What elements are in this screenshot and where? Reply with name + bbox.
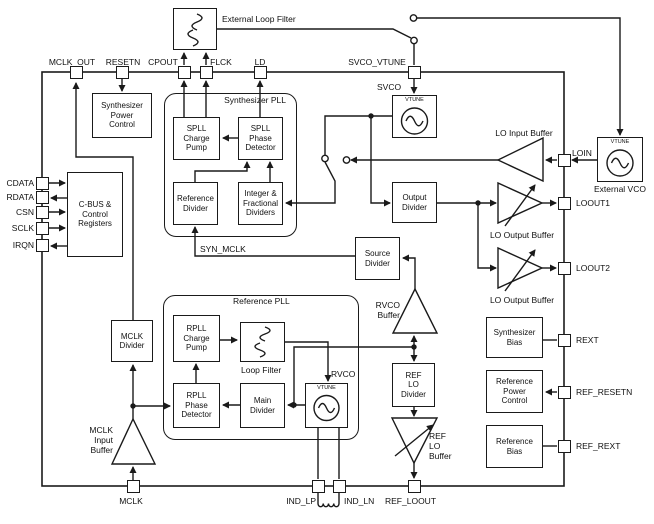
pin-mclk-out bbox=[69, 65, 83, 79]
block-spll-phase-detector: SPLL Phase Detector bbox=[238, 117, 283, 160]
pin-flck bbox=[199, 65, 213, 79]
pin-cdata bbox=[35, 176, 49, 190]
pin-mclk bbox=[126, 479, 140, 493]
pin-mclk-out-label: MCLK_OUT bbox=[48, 57, 96, 67]
lo-input-buffer-label: LO Input Buffer bbox=[495, 128, 553, 138]
svco-label: SVCO bbox=[377, 82, 402, 92]
block-mclk-divider: MCLK Divider bbox=[111, 320, 153, 362]
pin-loin bbox=[557, 153, 571, 167]
lo-output-buffer-1-label: LO Output Buffer bbox=[489, 229, 555, 240]
rvco-buffer-label: RVCO Buffer bbox=[375, 300, 400, 320]
pin-loout1 bbox=[557, 196, 571, 210]
synthesizer-pll-container bbox=[164, 93, 297, 237]
pin-loout1-label: LOOUT1 bbox=[576, 197, 611, 208]
pin-ref-rext-label: REF_REXT bbox=[576, 441, 621, 451]
block-spll-charge-pump: SPLL Charge Pump bbox=[173, 117, 220, 160]
pin-ref-resetn-label: REF_RESETN bbox=[576, 387, 633, 397]
inductor-icon bbox=[317, 492, 340, 508]
pin-ind-ln bbox=[332, 479, 346, 493]
pin-csn bbox=[35, 205, 49, 219]
pin-svco-vtune-label: SVCO_VTUNE bbox=[348, 57, 406, 67]
syn-mclk-net-label: SYN_MCLK bbox=[200, 243, 246, 254]
pin-ld bbox=[253, 65, 267, 79]
block-reference-power-control: Reference Power Control bbox=[486, 370, 543, 413]
pin-ref-resetn bbox=[557, 386, 571, 399]
pin-ref-loout bbox=[407, 479, 421, 493]
lo-output-buffer-2-label: LO Output Buffer bbox=[489, 294, 555, 305]
block-reference-divider: Reference Divider bbox=[173, 182, 218, 225]
pin-ind-lp-label: IND_LP bbox=[286, 495, 316, 506]
external-vco-sine-icon bbox=[606, 149, 634, 177]
external-loop-filter-icon bbox=[187, 13, 203, 47]
pin-rext-label: REXT bbox=[576, 334, 599, 345]
pin-flck-label: FLCK bbox=[210, 57, 232, 67]
svco-vtune-terminal-label: VTUNE bbox=[405, 96, 424, 103]
rvco-vtune-terminal-label: VTUNE bbox=[317, 384, 336, 391]
loop-filter-label: Loop Filter bbox=[241, 365, 282, 375]
pin-svco-vtune bbox=[407, 65, 421, 79]
pin-ind-lp bbox=[311, 479, 325, 493]
pin-rdata bbox=[35, 191, 49, 204]
block-main-divider: Main Divider bbox=[240, 383, 285, 428]
pin-irqn-label: IRQN bbox=[12, 240, 34, 250]
variable-gain-arrow-icons bbox=[394, 184, 536, 457]
lo-input-buffer-triangle bbox=[496, 136, 544, 183]
svco-sine-icon bbox=[400, 107, 429, 135]
pin-ind-ln-label: IND_LN bbox=[344, 495, 375, 506]
lo-output-buffer2-triangle bbox=[497, 246, 544, 290]
reference-pll-label: Reference PLL bbox=[233, 296, 290, 306]
block-ref-lo-divider: REF LO Divider bbox=[392, 363, 435, 407]
block-rpll-charge-pump: RPLL Charge Pump bbox=[173, 315, 220, 362]
pin-csn-label: CSN bbox=[16, 206, 34, 217]
pin-sclk bbox=[35, 221, 49, 235]
ref-lo-buffer-label: REF LO Buffer bbox=[429, 431, 452, 461]
pin-rdata-label: RDATA bbox=[6, 192, 34, 202]
rvco-sine-icon bbox=[313, 394, 340, 422]
pin-loin-label: LOIN bbox=[572, 147, 592, 158]
pin-ref-rext bbox=[557, 440, 571, 453]
external-vco-vtune-terminal-label: VTUNE bbox=[610, 138, 630, 145]
wires bbox=[48, 17, 624, 480]
external-vco-label: External VCO bbox=[594, 184, 646, 194]
block-synthesizer-bias: Synthesizer Bias bbox=[486, 317, 543, 358]
reference-pll-container bbox=[163, 295, 359, 440]
external-loop-filter-label: External Loop Filter bbox=[222, 13, 296, 24]
pin-resetn bbox=[115, 65, 129, 79]
lo-output-buffer1-triangle bbox=[497, 181, 544, 225]
pin-rext bbox=[557, 333, 571, 347]
block-synthesizer-power-control: Synthesizer Power Control bbox=[92, 93, 152, 138]
pin-irqn bbox=[35, 239, 49, 252]
rvco-label: RVCO bbox=[331, 369, 356, 379]
rvco-buffer-triangle bbox=[391, 287, 439, 334]
pin-loout2-label: LOOUT2 bbox=[576, 262, 611, 273]
pin-sclk-label: SCLK bbox=[11, 222, 34, 233]
source-switch-icon bbox=[321, 154, 351, 164]
tune-switch-icon bbox=[409, 14, 418, 45]
block-cbus-registers: C-BUS & Control Registers bbox=[67, 172, 123, 257]
block-source-divider: Source Divider bbox=[355, 237, 400, 280]
block-svco bbox=[392, 95, 437, 138]
pin-cpout-label: CPOUT bbox=[148, 57, 178, 67]
loop-filter-icon bbox=[254, 326, 271, 358]
block-rpll-phase-detector: RPLL Phase Detector bbox=[173, 383, 220, 428]
mclk-input-buffer-triangle bbox=[110, 417, 157, 465]
block-reference-bias: Reference Bias bbox=[486, 425, 543, 468]
junction-dots bbox=[130, 113, 481, 409]
block-output-divider: Output Divider bbox=[392, 182, 437, 223]
pin-ld-label: LD bbox=[254, 57, 266, 67]
block-external-vco bbox=[597, 137, 643, 182]
pin-resetn-label: RESETN bbox=[105, 57, 141, 67]
pin-cdata-label: CDATA bbox=[6, 177, 34, 188]
block-integer-fractional-dividers: Integer & Fractional Dividers bbox=[238, 182, 283, 225]
synthesizer-pll-label: Synthesizer PLL bbox=[224, 95, 286, 105]
pin-loout2 bbox=[557, 261, 571, 275]
mclk-input-buffer-label: MCLK Input Buffer bbox=[89, 425, 113, 455]
pin-ref-loout-label: REF_LOOUT bbox=[385, 495, 437, 506]
pin-cpout bbox=[177, 65, 191, 79]
pin-mclk-label: MCLK bbox=[119, 495, 143, 506]
chip-boundary bbox=[41, 71, 565, 487]
